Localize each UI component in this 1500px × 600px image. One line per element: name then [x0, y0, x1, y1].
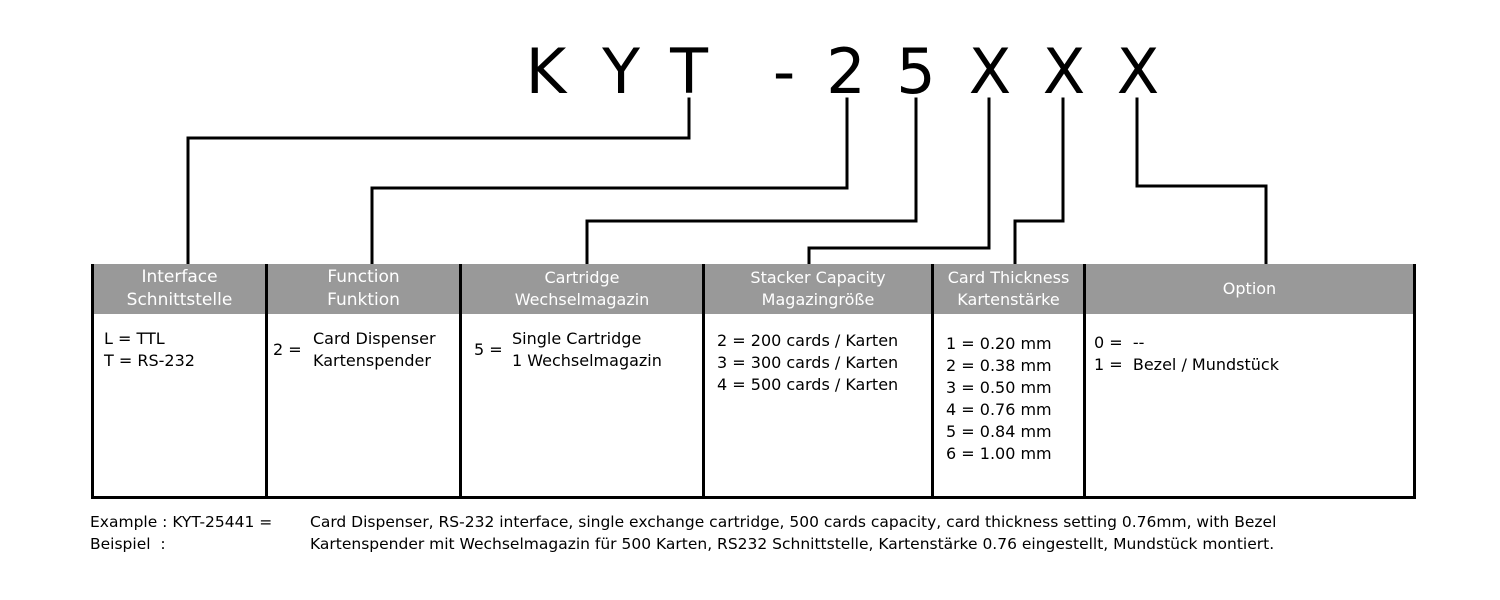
column-option: Option 0 = -- 1 = Bezel / Mundstück: [1086, 264, 1413, 496]
interface-option-rs232: T = RS-232: [104, 351, 195, 370]
code-char-5: 5: [896, 35, 936, 108]
connector-option: [1135, 97, 1268, 266]
column-interface: Interface Schnittstelle L = TTL T = RS-2…: [94, 264, 268, 496]
cartridge-code: 5 =: [474, 340, 503, 359]
body-card-thickness: 1 = 0.20 mm 2 = 0.38 mm 3 = 0.50 mm 4 = …: [934, 314, 1083, 496]
body-function: 2 = Card Dispenser Kartenspender: [268, 314, 459, 496]
header-cartridge-de: Wechselmagazin: [514, 290, 650, 309]
code-char-x3: X: [1116, 35, 1160, 108]
header-stacker-en: Stacker Capacity: [750, 268, 886, 287]
spec-table: Interface Schnittstelle L = TTL T = RS-2…: [91, 264, 1416, 499]
stacker-option-300: 3 = 300 cards / Karten: [717, 353, 899, 372]
header-cartridge-en: Cartridge: [544, 268, 620, 287]
code-char-t: T: [670, 35, 708, 108]
beispiel-label: Beispiel :: [90, 535, 166, 553]
column-card-thickness: Card Thickness Kartenstärke 1 = 0.20 mm …: [934, 264, 1086, 496]
thickness-option-2: 2 = 0.38 mm: [946, 356, 1052, 375]
code-char-x1: X: [968, 35, 1012, 108]
header-cartridge: Cartridge Wechselmagazin: [462, 264, 702, 314]
column-stacker-capacity: Stacker Capacity Magazingröße 2 = 200 ca…: [705, 264, 934, 496]
thickness-option-1: 1 = 0.20 mm: [946, 334, 1052, 353]
thickness-option-5: 5 = 0.84 mm: [946, 422, 1052, 441]
connector-stacker: [807, 97, 991, 266]
connector-function: [370, 97, 849, 266]
body-interface: L = TTL T = RS-232: [94, 314, 265, 496]
option-1: 1 = Bezel / Mundstück: [1094, 355, 1279, 374]
connector-lines: [186, 97, 1268, 266]
body-cartridge: 5 = Single Cartridge 1 Wechselmagazin: [462, 314, 702, 496]
header-thickness-de: Kartenstärke: [957, 290, 1060, 309]
header-function: Function Funktion: [268, 264, 459, 314]
function-label-en: Card Dispenser: [313, 329, 436, 348]
header-function-de: Funktion: [327, 290, 400, 310]
body-option: 0 = -- 1 = Bezel / Mundstück: [1086, 314, 1413, 496]
column-cartridge: Cartridge Wechselmagazin 5 = Single Cart…: [462, 264, 705, 496]
function-label-de: Kartenspender: [313, 351, 431, 370]
column-function: Function Funktion 2 = Card Dispenser Kar…: [268, 264, 462, 496]
cartridge-label-en: Single Cartridge: [512, 329, 642, 348]
beispiel-text: Kartenspender mit Wechselmagazin für 500…: [310, 535, 1275, 553]
header-option-label: Option: [1222, 279, 1277, 298]
header-stacker-capacity: Stacker Capacity Magazingröße: [705, 264, 931, 314]
header-thickness-en: Card Thickness: [947, 268, 1070, 287]
header-card-thickness: Card Thickness Kartenstärke: [934, 264, 1083, 314]
thickness-option-6: 6 = 1.00 mm: [946, 444, 1052, 463]
stacker-option-200: 2 = 200 cards / Karten: [717, 331, 899, 350]
connector-interface: [186, 97, 691, 266]
header-interface: Interface Schnittstelle: [94, 264, 265, 314]
function-code: 2 =: [273, 340, 302, 359]
body-stacker-capacity: 2 = 200 cards / Karten 3 = 300 cards / K…: [705, 314, 931, 496]
code-char-dash: -: [772, 35, 796, 108]
code-char-x2: X: [1042, 35, 1086, 108]
header-function-en: Function: [327, 267, 400, 287]
connector-thickness: [1013, 97, 1065, 266]
connector-cartridge: [585, 97, 918, 266]
example-text: Card Dispenser, RS-232 interface, single…: [310, 513, 1277, 531]
stacker-option-500: 4 = 500 cards / Karten: [717, 375, 899, 394]
example-label: Example : KYT-25441 =: [90, 513, 273, 531]
header-option: Option: [1086, 264, 1413, 314]
cartridge-label-de: 1 Wechselmagazin: [512, 351, 662, 370]
header-interface-en: Interface: [141, 267, 218, 287]
interface-option-ttl: L = TTL: [104, 329, 165, 348]
header-interface-de: Schnittstelle: [126, 290, 233, 310]
thickness-option-3: 3 = 0.50 mm: [946, 378, 1052, 397]
code-char-k: K: [525, 35, 567, 108]
code-char-y: Y: [602, 35, 640, 108]
code-char-2: 2: [826, 35, 866, 108]
thickness-option-4: 4 = 0.76 mm: [946, 400, 1052, 419]
header-stacker-de: Magazingröße: [761, 290, 875, 309]
option-0: 0 = --: [1094, 333, 1145, 352]
